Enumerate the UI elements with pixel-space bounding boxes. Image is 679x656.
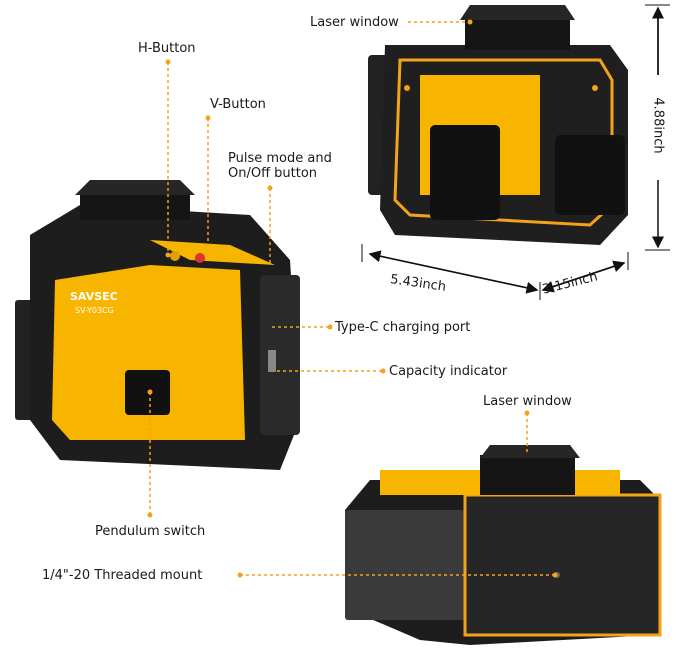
callout-pendulum-switch: Pendulum switch (95, 524, 206, 539)
callout-laser-window-top: Laser window (310, 15, 399, 30)
callout-threaded-mount: 1/4"-20 Threaded mount (42, 568, 203, 583)
callout-pulse-mode-line1: Pulse mode and (228, 151, 332, 166)
laser-level-bottom-view (345, 445, 662, 645)
laser-level-side-view: SAVSEC SV-Y03CG (15, 180, 300, 470)
dimension-height: 4.88inch (650, 97, 666, 154)
callout-pulse-mode-line2: On/Off button (228, 166, 318, 181)
callout-dots (147, 19, 558, 578)
callout-leaders (149, 21, 555, 576)
callout-laser-window-bottom: Laser window (483, 394, 572, 409)
laser-level-rear-view (368, 5, 628, 245)
svg-text:SAVSEC: SAVSEC (70, 290, 118, 303)
callout-v-button: V-Button (210, 97, 266, 112)
callout-type-c-port: Type-C charging port (335, 320, 471, 335)
callout-h-button: H-Button (138, 41, 196, 56)
dimension-lines (361, 4, 670, 300)
svg-text:SV-Y03CG: SV-Y03CG (75, 306, 114, 315)
callout-capacity-indicator: Capacity indicator (389, 364, 508, 379)
